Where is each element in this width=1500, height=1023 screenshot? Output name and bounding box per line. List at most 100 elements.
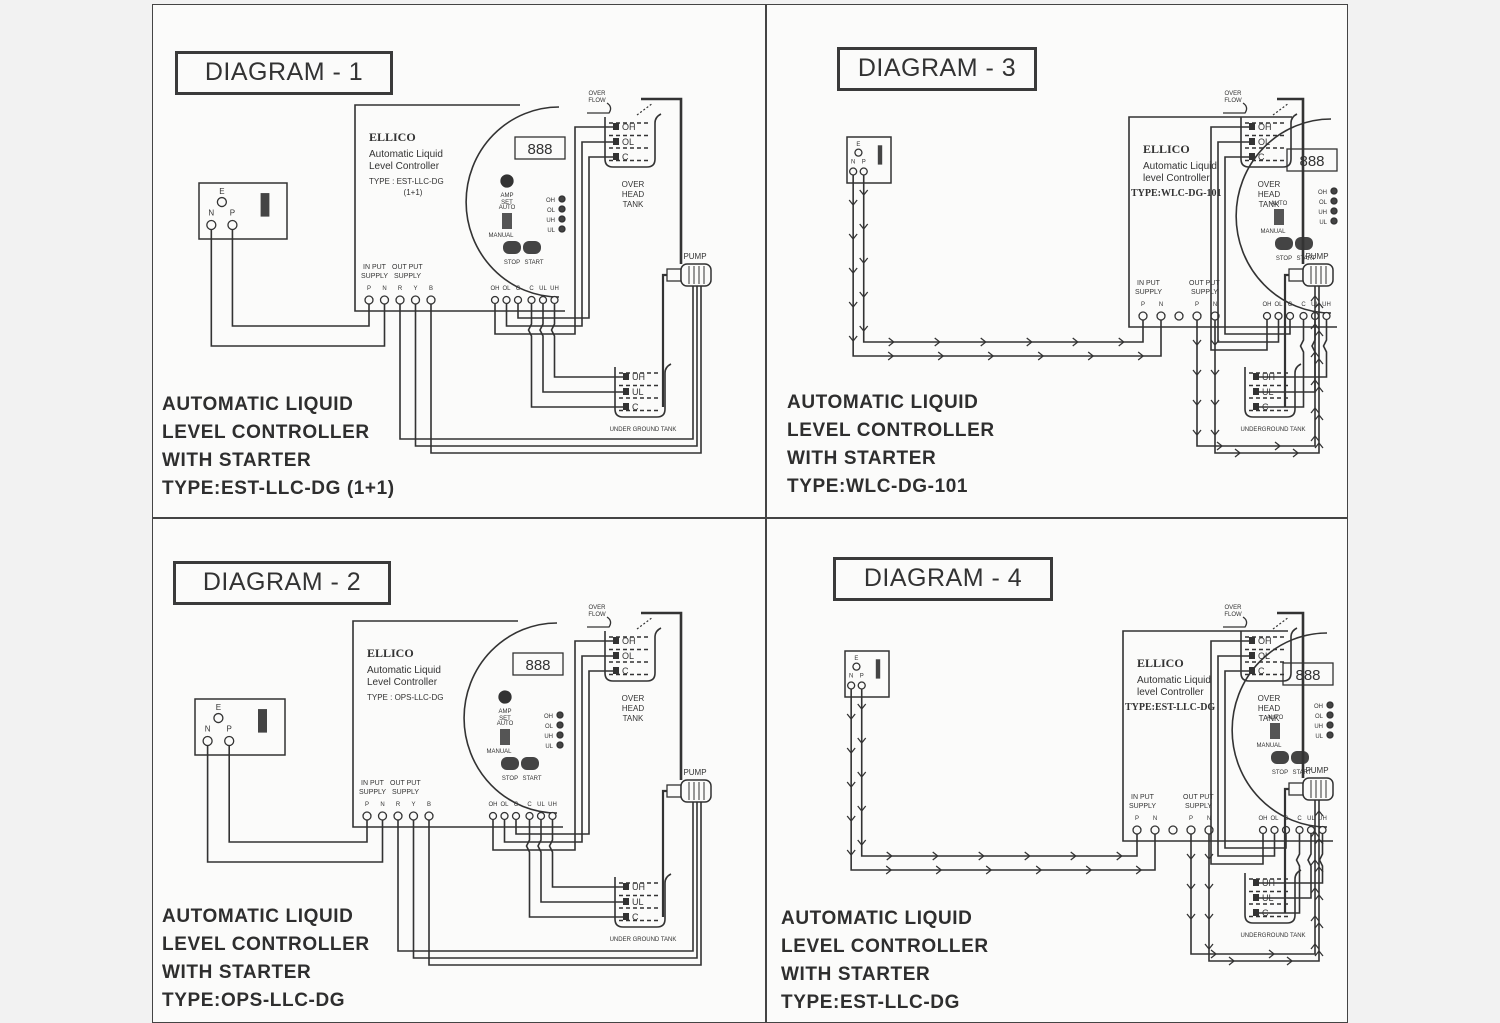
overhead-probe-wire	[1217, 141, 1280, 343]
auto-label: AUTO	[1267, 715, 1284, 721]
manual-label: MANUAL	[1260, 229, 1286, 235]
probe-oh	[613, 123, 619, 130]
caption-line: WITH STARTER	[162, 962, 312, 983]
sensor-terminal	[536, 811, 546, 821]
flow-arrow-icon	[1314, 441, 1324, 449]
probe-c	[1249, 153, 1255, 160]
overflow-label: OVER	[588, 605, 606, 611]
socket-earth-label: E	[856, 142, 860, 148]
controller-body	[1122, 630, 1333, 842]
pump-label: PUMP	[683, 768, 706, 777]
water-spray-icon	[1272, 616, 1290, 630]
overhead-tank	[604, 113, 662, 168]
flow-arrow-icon	[857, 703, 867, 711]
flow-arrow-icon	[1210, 369, 1220, 377]
indicator-label-oh: OH	[544, 714, 553, 720]
pump-label: PUMP	[683, 252, 706, 261]
probe-label-uh: UH	[632, 882, 645, 892]
probe-label-ol: OL	[1258, 651, 1270, 661]
motor-supply-wire	[412, 802, 698, 959]
flow-arrow-icon	[1310, 294, 1320, 302]
flow-arrow-icon	[846, 713, 856, 721]
flow-arrow-icon	[1314, 809, 1324, 817]
flow-arrow-icon	[1210, 399, 1220, 407]
controller-name-line1: Automatic Liquid	[1143, 161, 1217, 172]
caption-line: LEVEL CONTROLLER	[162, 422, 370, 443]
caption-line: LEVEL CONTROLLER	[787, 420, 995, 441]
neutral-wire	[852, 175, 1162, 357]
socket-phase-pin	[224, 735, 235, 747]
suction-pipe	[661, 789, 667, 917]
suction-pipe	[1283, 273, 1289, 407]
indicator-led-oh	[558, 195, 566, 203]
flow-arrow-icon	[978, 851, 985, 861]
sensor-terminal	[488, 811, 498, 821]
terminal-label: OL	[502, 286, 511, 292]
flow-arrow-icon	[1310, 406, 1320, 414]
probe-label-c: C	[622, 666, 629, 676]
water-spray-icon	[636, 616, 654, 630]
flow-arrow-icon	[1292, 448, 1300, 458]
overhead-probe-wire	[492, 640, 613, 851]
overhead-tank-label: HEAD	[1258, 704, 1280, 713]
socket-phase-pin	[857, 681, 866, 690]
probe-ol	[613, 652, 619, 659]
phase-wire	[862, 175, 1144, 343]
neutral-wire	[210, 229, 386, 347]
digital-display-value: 888	[1299, 153, 1324, 170]
phase-wire	[228, 745, 368, 843]
flow-arrow-icon	[1310, 434, 1320, 442]
caption-line: TYPE:OPS-LLC-DG	[162, 990, 346, 1011]
socket-switch-icon	[260, 193, 270, 217]
underground-tank	[614, 363, 672, 418]
motor-supply-wire	[428, 802, 702, 966]
underground-probe-wire	[1253, 320, 1316, 393]
socket-neutral-label: N	[208, 208, 214, 217]
power-terminal	[1138, 311, 1148, 321]
sensor-terminal	[500, 811, 509, 821]
probe-oh	[1249, 123, 1255, 130]
auto-label: AUTO	[497, 721, 514, 727]
output-supply-label: OUT PUT	[392, 264, 423, 271]
indicator-label-uh: UH	[544, 734, 553, 740]
flow-arrow-icon	[1026, 337, 1033, 347]
caption-line: WITH STARTER	[787, 448, 937, 469]
power-terminal	[1168, 825, 1178, 835]
indicator-label-ol: OL	[545, 724, 554, 730]
terminal-label: N	[1207, 816, 1211, 822]
flow-arrow-icon	[1037, 351, 1045, 361]
auto-manual-switch	[1274, 209, 1284, 225]
phase-wire	[231, 229, 370, 327]
indicator-led-ol	[1326, 711, 1334, 719]
overhead-tank-label: TANK	[623, 200, 644, 209]
overhead-probe-wire	[1224, 156, 1291, 335]
pump-motor-icon	[680, 779, 712, 803]
flow-arrow-icon	[1135, 865, 1143, 875]
power-terminal	[364, 295, 374, 305]
probe-label-c: C	[632, 402, 639, 412]
flow-arrow-icon	[1204, 883, 1214, 891]
sensor-terminal	[1295, 825, 1304, 835]
socket-earth-label: E	[216, 703, 221, 712]
socket-neutral-pin	[202, 735, 213, 747]
caption-line: TYPE:WLC-DG-101	[787, 476, 969, 497]
socket-neutral-label: N	[851, 160, 855, 166]
overflow-pipe	[1223, 102, 1248, 114]
terminal-label: OL	[1270, 816, 1279, 822]
stop-label: STOP	[502, 776, 518, 782]
flow-arrow-icon	[859, 257, 869, 265]
power-socket	[844, 650, 890, 698]
digital-display	[514, 136, 566, 160]
amp-set-knob-icon	[500, 174, 514, 188]
flow-arrow-icon	[1192, 429, 1202, 437]
diagram-4-title: DIAGRAM - 4	[833, 557, 1053, 601]
flow-arrow-icon	[1310, 830, 1320, 838]
flow-arrow-icon	[846, 781, 856, 789]
flow-arrow-icon	[846, 849, 856, 857]
sensor-terminal	[550, 295, 559, 305]
probe-uh	[623, 373, 629, 380]
